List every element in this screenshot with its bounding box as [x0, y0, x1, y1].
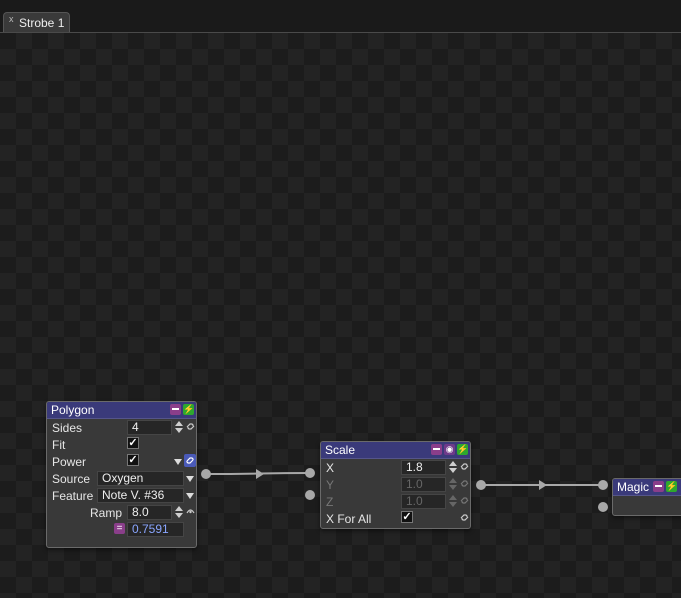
scale-node[interactable]: Scale ◉ ⚡ X 1.8 Y 1.0 Z 1.0 X For All ✓: [320, 441, 471, 529]
minimize-icon[interactable]: [170, 404, 181, 415]
polygon-power-row: Power ✓: [47, 453, 196, 470]
scale-z-label: Z: [326, 495, 334, 509]
visibility-icon[interactable]: [186, 507, 195, 516]
scale-z-stepper-icon[interactable]: [449, 495, 457, 508]
fit-label: Fit: [52, 438, 66, 452]
chevron-down-icon[interactable]: [186, 476, 194, 482]
chevron-down-icon[interactable]: [174, 459, 182, 465]
scale-input-port-2[interactable]: [305, 490, 315, 500]
tab-label: Strobe 1: [19, 16, 65, 30]
link-icon[interactable]: [460, 496, 469, 505]
scale-z-row: Z 1.0: [321, 493, 470, 510]
link-icon[interactable]: [460, 479, 469, 488]
ramp-label: Ramp: [90, 506, 123, 520]
scale-input-port[interactable]: [305, 468, 315, 478]
magic-node-title: Magic: [617, 480, 650, 494]
power-icon[interactable]: ⚡: [666, 481, 678, 492]
magic-input-port-2[interactable]: [598, 502, 608, 512]
scale-y-stepper-icon[interactable]: [449, 478, 457, 491]
polygon-ramp-row: Ramp 8.0: [47, 504, 196, 521]
scale-x-field[interactable]: 1.8: [401, 460, 446, 475]
x-for-all-label: X For All: [326, 512, 372, 526]
power-checkbox[interactable]: ✓: [127, 454, 139, 466]
polygon-node-title: Polygon: [51, 403, 95, 417]
feature-dropdown[interactable]: Note V. #36: [97, 488, 184, 503]
polygon-node[interactable]: Polygon ⚡ Sides 4 Fit ✓ Power ✓ Source O…: [46, 401, 197, 548]
polygon-feature-row: Feature Note V. #36: [47, 487, 196, 504]
feature-label: Feature: [52, 489, 94, 503]
ramp-field[interactable]: 8.0: [127, 505, 172, 520]
magic-node-header[interactable]: Magic ⚡: [613, 479, 681, 496]
tab-bar: x Strobe 1: [0, 0, 681, 33]
equals-icon[interactable]: =: [114, 523, 125, 534]
chevron-down-icon[interactable]: [186, 493, 194, 499]
magic-node[interactable]: Magic ⚡: [612, 478, 681, 516]
scale-x-for-all-row: X For All ✓: [321, 510, 470, 527]
magic-input-port[interactable]: [598, 480, 608, 490]
polygon-sides-row: Sides 4: [47, 419, 196, 436]
scale-node-title: Scale: [325, 443, 356, 457]
scale-x-label: X: [326, 461, 335, 475]
scale-node-header[interactable]: Scale ◉ ⚡: [321, 442, 470, 459]
scale-y-row: Y 1.0: [321, 476, 470, 493]
scale-y-label: Y: [326, 478, 335, 492]
visibility-icon[interactable]: ◉: [444, 444, 455, 455]
source-dropdown[interactable]: Oxygen: [97, 471, 184, 486]
scale-z-field[interactable]: 1.0: [401, 494, 446, 509]
link-icon[interactable]: [460, 462, 469, 471]
sides-stepper-icon[interactable]: [175, 421, 183, 434]
sides-label: Sides: [52, 421, 83, 435]
tab-strobe-1[interactable]: x Strobe 1: [3, 12, 70, 32]
power-label: Power: [52, 455, 87, 469]
x-for-all-checkbox[interactable]: ✓: [401, 511, 413, 523]
fit-checkbox[interactable]: ✓: [127, 437, 139, 449]
scale-y-field[interactable]: 1.0: [401, 477, 446, 492]
link-icon[interactable]: [186, 422, 195, 431]
scale-output-port[interactable]: [476, 480, 486, 490]
power-icon[interactable]: ⚡: [457, 444, 469, 455]
polygon-output-row: = 0.7591: [47, 521, 196, 538]
scale-x-row: X 1.8: [321, 459, 470, 476]
polygon-fit-row: Fit ✓: [47, 436, 196, 453]
scale-x-stepper-icon[interactable]: [449, 461, 457, 474]
minimize-icon[interactable]: [431, 444, 442, 455]
polygon-node-header[interactable]: Polygon ⚡: [47, 402, 196, 419]
ramp-stepper-icon[interactable]: [175, 506, 183, 519]
polygon-source-row: Source Oxygen: [47, 470, 196, 487]
link-icon[interactable]: [184, 454, 196, 467]
sides-field[interactable]: 4: [127, 420, 172, 435]
link-icon[interactable]: [460, 513, 469, 522]
source-label: Source: [52, 472, 91, 486]
output-value-field: 0.7591: [127, 522, 184, 537]
tab-close-icon[interactable]: x: [9, 14, 14, 24]
minimize-icon[interactable]: [653, 481, 664, 492]
polygon-output-port[interactable]: [201, 469, 211, 479]
power-icon[interactable]: ⚡: [183, 404, 195, 415]
